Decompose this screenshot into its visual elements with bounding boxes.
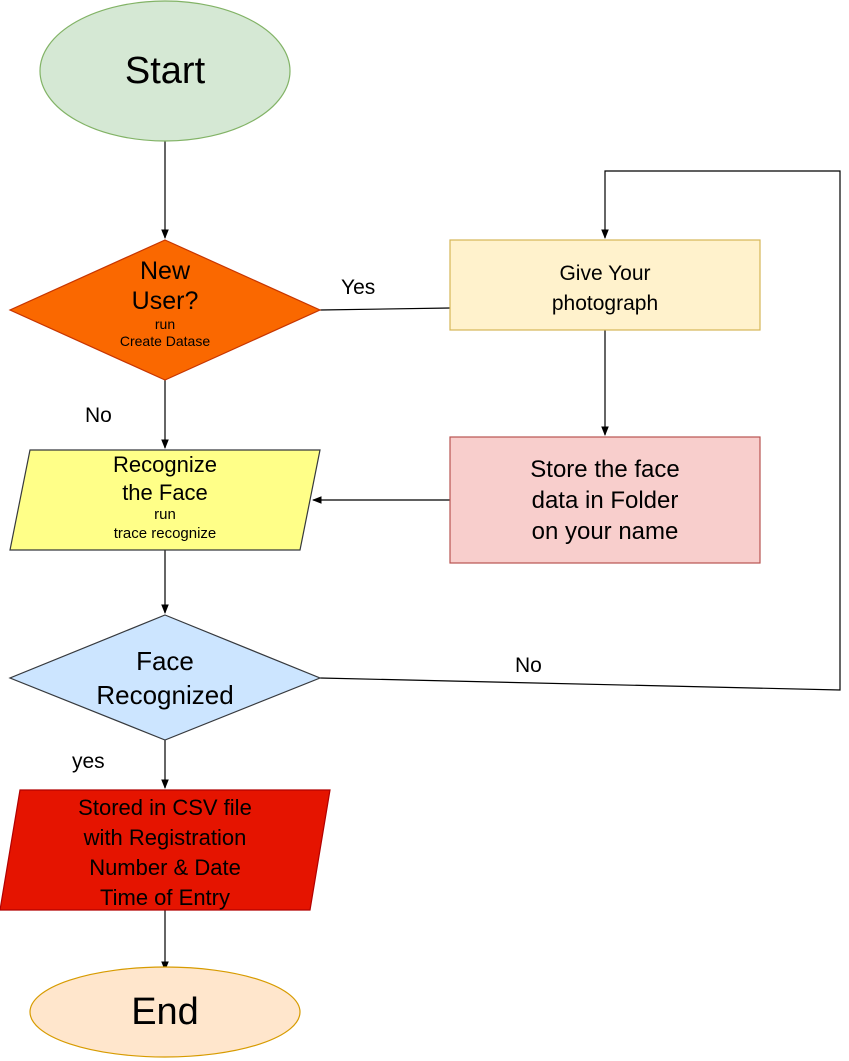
start-terminal [39,0,291,142]
recognize-line2: the Face [122,479,208,505]
start-label: Start [124,50,206,92]
store-face-process [449,436,761,564]
new-user-sub2: Create Datase [119,332,211,349]
give-photo-process [449,239,761,331]
end-terminal [29,966,301,1058]
give-photo-label: Give Your photograph [450,259,760,319]
new-user-line1: New [139,257,190,285]
store-face-line2: data in Folder [531,487,679,515]
edge-label-no-face: No [515,654,542,677]
store-face-line1: Store the face [530,456,680,483]
new-user-sub1: run [154,316,176,332]
store-face-line3: on your name [531,518,679,546]
recognize-sub1: run [154,506,176,523]
recognize-sub2: trace recognize [113,524,217,542]
edge-new-user-to-give-photo [319,307,451,311]
stored-csv-line2: with Registration [83,824,247,850]
give-photo-line2: photograph [551,292,659,316]
store-face-label: Store the face data in Folder on your na… [450,454,760,548]
edge-face-recognized-loop-to-give-photo [319,170,841,691]
edge-label-yes-face: yes [72,750,105,773]
edge-label-yes: Yes [341,276,376,299]
face-recognized-label: Face Recognized [40,645,290,713]
stored-csv-line3: Number & Date [89,854,241,880]
face-recognized-decision [8,614,322,741]
recognize-line1: Recognize [113,452,217,477]
stored-csv-line1: Stored in CSV file [78,795,252,820]
stored-csv-io [0,789,331,911]
give-photo-line1: Give Your [559,262,651,285]
edge-label-no-new-user: No [85,404,112,427]
new-user-label: New User? run Create Datase [60,257,270,349]
face-recognized-line2: Recognized [96,679,234,710]
recognize-label: Recognize the Face run trace recognize [40,451,290,544]
recognize-io [9,449,321,551]
stored-csv-line4: Time of Entry [100,884,230,910]
new-user-line2: User? [131,286,199,315]
face-recognized-line1: Face [136,646,194,676]
end-label: End [131,991,199,1033]
new-user-decision [8,239,322,381]
stored-csv-label: Stored in CSV file with Registration Num… [15,793,315,913]
